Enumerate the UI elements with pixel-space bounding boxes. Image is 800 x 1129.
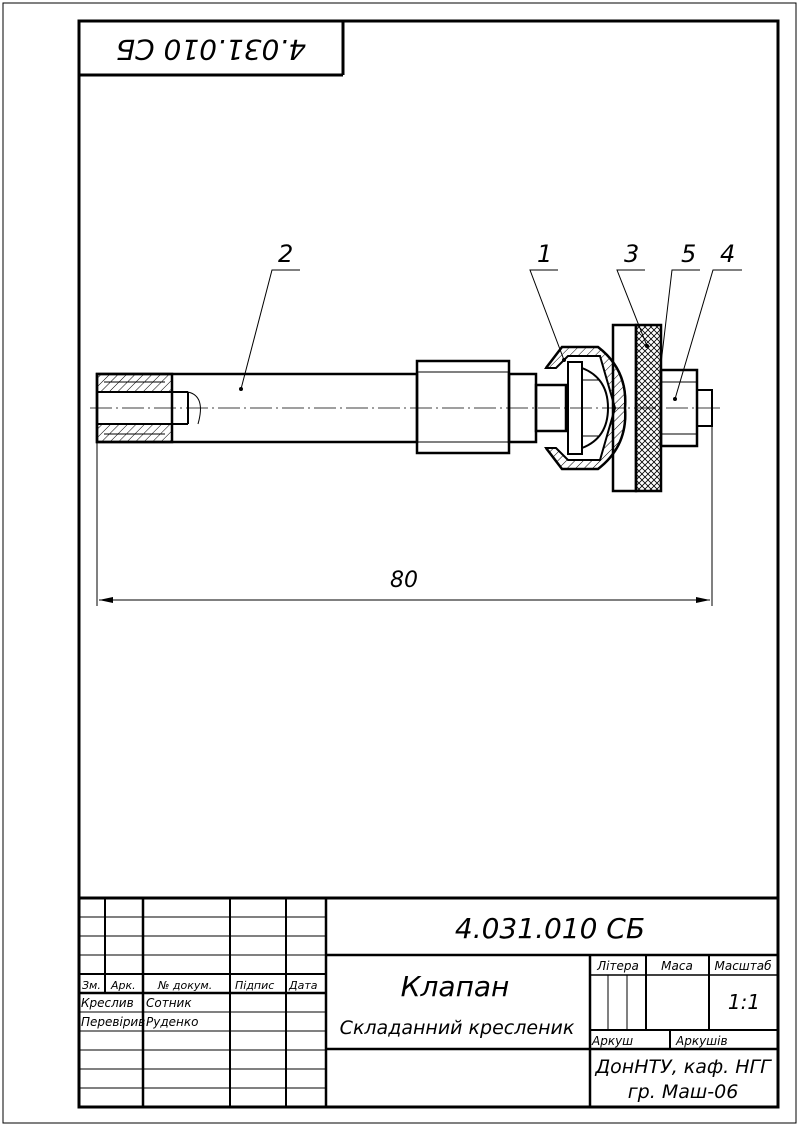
scale-label: Масштаб — [714, 959, 772, 973]
inner-frame — [77, 19, 780, 1109]
scale-value: 1:1 — [728, 990, 760, 1014]
col-header-date: Дата — [288, 979, 318, 992]
callout-2: 2 — [278, 240, 293, 268]
valve-drawing — [90, 269, 742, 606]
name-checked: Руденко — [146, 1015, 198, 1029]
callout-3: 3 — [624, 240, 639, 268]
rotated-designation: 4.031.010 СБ — [116, 33, 306, 66]
callout-1: 1 — [537, 240, 552, 268]
col-header-sheet: Арк. — [110, 979, 136, 992]
callout-5: 5 — [681, 240, 696, 268]
col-header-signature: Підпис — [235, 979, 274, 992]
mass-label: Маса — [661, 959, 693, 973]
sheets-label: Аркушів — [675, 1034, 728, 1048]
title-designation: 4.031.010 СБ — [455, 912, 645, 945]
callout-4: 4 — [720, 240, 735, 268]
document-type: Складанний кресленик — [340, 1017, 575, 1039]
sheet-label: Аркуш — [591, 1034, 633, 1048]
role-checked: Перевірив — [81, 1015, 145, 1029]
letter-label: Літера — [596, 959, 639, 973]
name-drawn: Сотник — [146, 996, 192, 1010]
title-block-lines — [79, 896, 778, 1107]
col-header-change: Зм. — [82, 979, 101, 992]
col-header-docnum: № докум. — [157, 979, 212, 992]
dimension-80: 80 — [390, 568, 418, 593]
organization-line-2: гр. Маш-06 — [628, 1081, 739, 1103]
part-name: Клапан — [401, 970, 510, 1003]
role-drawn: Креслив — [81, 996, 134, 1010]
organization-line-1: ДонНТУ, каф. НГГ — [594, 1056, 772, 1078]
